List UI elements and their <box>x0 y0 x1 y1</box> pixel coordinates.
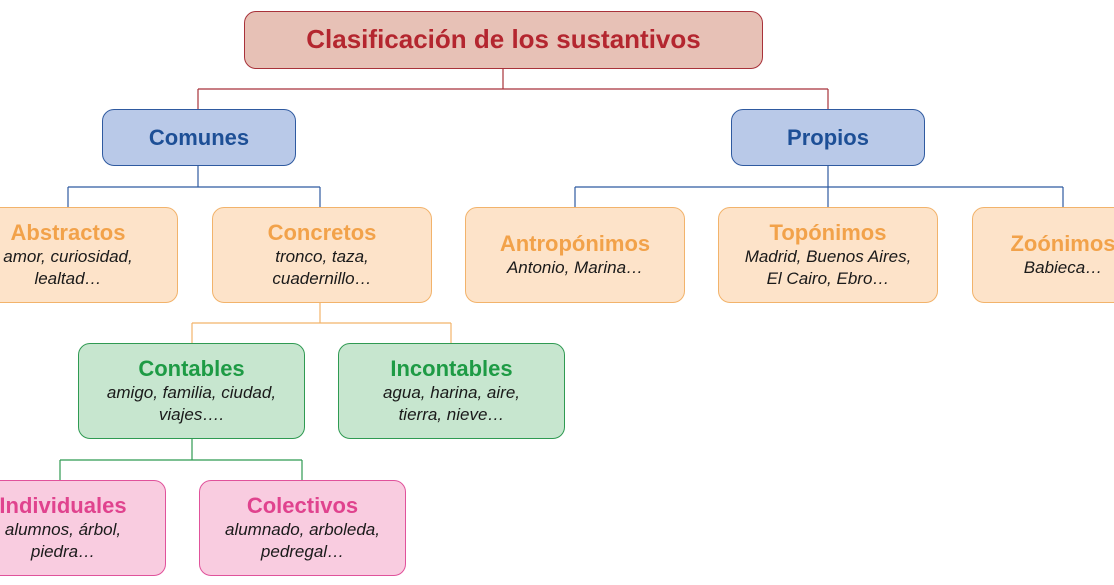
node-comunes-title: Comunes <box>148 124 250 150</box>
node-incontables-examples-2: tierra, nieve… <box>398 404 505 424</box>
node-comunes: Comunes <box>102 109 296 166</box>
node-toponimos: Topónimos Madrid, Buenos Aires, El Cairo… <box>718 207 938 303</box>
node-individuales-examples-2: piedra… <box>30 541 96 561</box>
node-toponimos-examples-1: Madrid, Buenos Aires, <box>744 246 912 266</box>
node-abstractos-examples-1: amor, curiosidad, <box>3 246 133 266</box>
node-propios: Propios <box>731 109 925 166</box>
node-toponimos-title: Topónimos <box>769 220 887 246</box>
node-concretos-examples-1: tronco, taza, <box>275 246 369 266</box>
node-individuales: Individuales alumnos, árbol, piedra… <box>0 480 166 576</box>
node-abstractos-examples-2: lealtad… <box>34 268 102 288</box>
connector-propios <box>574 166 1064 207</box>
node-antroponimos-examples-1: Antonio, Marina… <box>506 257 644 277</box>
node-individuales-title: Individuales <box>0 493 127 519</box>
node-colectivos-examples-1: alumnado, arboleda, <box>224 519 380 539</box>
root-node: Clasificación de los sustantivos <box>244 11 763 69</box>
node-antroponimos-title: Antropónimos <box>499 231 651 257</box>
node-propios-title: Propios <box>787 124 869 150</box>
node-colectivos-title: Colectivos <box>246 493 359 519</box>
node-zoonimos-title: Zoónimos <box>1010 231 1114 257</box>
node-colectivos: Colectivos alumnado, arboleda, pedregal… <box>199 480 406 576</box>
node-incontables-title: Incontables <box>390 356 513 382</box>
node-zoonimos-examples-1: Babieca… <box>1023 257 1103 277</box>
node-incontables-examples-1: agua, harina, aire, <box>382 382 521 402</box>
node-incontables: Incontables agua, harina, aire, tierra, … <box>338 343 565 439</box>
node-contables-examples-1: amigo, familia, ciudad, <box>106 382 277 402</box>
node-abstractos: Abstractos amor, curiosidad, lealtad… <box>0 207 178 303</box>
root-title: Clasificación de los sustantivos <box>306 24 701 55</box>
node-abstractos-title: Abstractos <box>10 220 126 246</box>
node-antroponimos: Antropónimos Antonio, Marina… <box>465 207 685 303</box>
connector-comunes <box>67 166 321 207</box>
connector-concretos <box>191 303 452 343</box>
connector-root <box>197 69 829 109</box>
node-contables-examples-2: viajes…. <box>158 404 225 424</box>
connector-contables <box>59 439 303 480</box>
node-contables: Contables amigo, familia, ciudad, viajes… <box>78 343 305 439</box>
node-individuales-examples-1: alumnos, árbol, <box>4 519 122 539</box>
node-concretos-title: Concretos <box>267 220 377 246</box>
node-colectivos-examples-2: pedregal… <box>260 541 345 561</box>
node-concretos: Concretos tronco, taza, cuadernillo… <box>212 207 432 303</box>
node-zoonimos: Zoónimos Babieca… <box>972 207 1114 303</box>
node-toponimos-examples-2: El Cairo, Ebro… <box>766 268 890 288</box>
node-concretos-examples-2: cuadernillo… <box>272 268 372 288</box>
node-contables-title: Contables <box>138 356 245 382</box>
